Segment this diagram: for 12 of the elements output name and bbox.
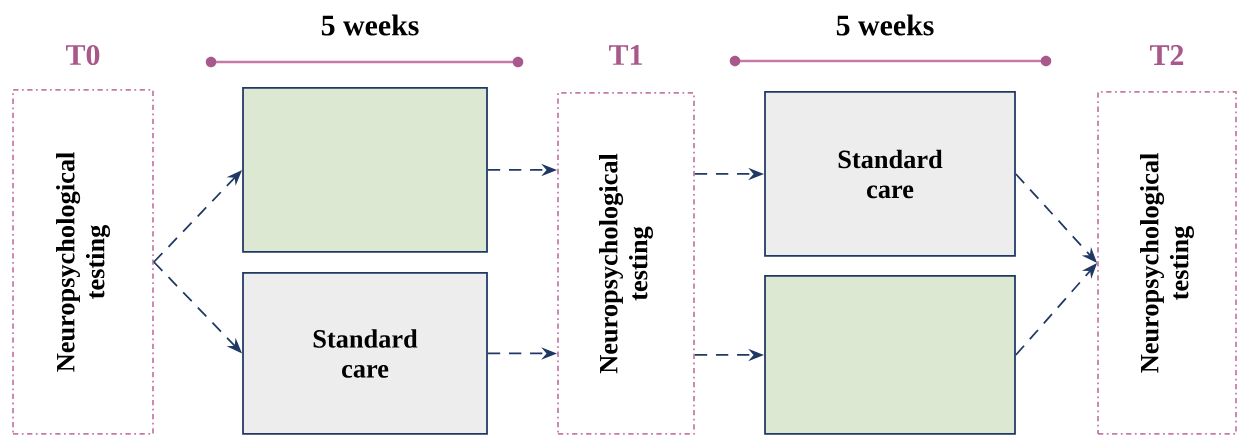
intervention-box: Standard care [764, 91, 1016, 257]
testing-box: Neuropsychological testing [12, 89, 154, 435]
intervention-box [242, 87, 488, 253]
phase-label: T0 [66, 44, 100, 66]
testing-box: Neuropsychological testing [1097, 91, 1237, 435]
intervention-box [764, 275, 1016, 435]
phase-label: T1 [609, 45, 642, 65]
duration-label: 5 weeks [836, 14, 934, 36]
testing-box: Neuropsychological testing [557, 92, 695, 435]
duration-label: 5 weeks [321, 14, 419, 36]
phase-label: T2 [1150, 45, 1184, 65]
intervention-box: Standard care [242, 272, 488, 435]
